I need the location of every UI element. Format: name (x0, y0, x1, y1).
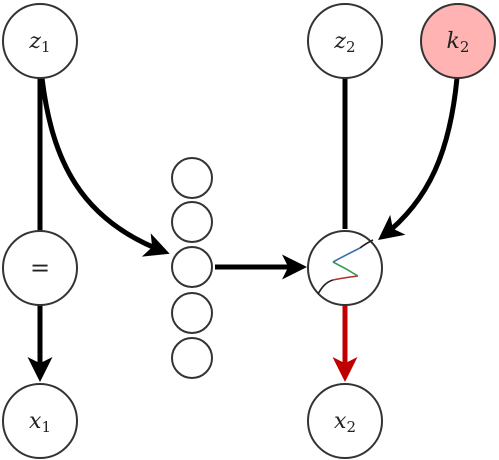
node-x1-sub: 1 (41, 418, 51, 436)
node-x1-var: x (29, 409, 42, 434)
network-unit (171, 246, 213, 288)
svg-text:k2: k2 (447, 29, 470, 56)
node-x2-sub: 2 (346, 418, 356, 436)
node-z1-sub: 1 (41, 38, 51, 56)
node-identity: = (2, 230, 78, 306)
network-unit (171, 337, 213, 379)
svg-text:x1: x1 (29, 409, 51, 436)
svg-text:x2: x2 (334, 409, 356, 436)
arrow-z1-to-network (39, 77, 170, 257)
svg-text:z1: z1 (28, 29, 50, 56)
neural-network-stack-icon (171, 157, 213, 379)
network-unit (171, 201, 213, 243)
node-z2-sub: 2 (346, 38, 356, 56)
node-x2: x2 (307, 383, 383, 459)
network-unit (171, 292, 213, 334)
network-unit (171, 157, 213, 199)
node-spline-coupling (307, 230, 383, 306)
node-z2: z2 (307, 3, 383, 79)
arrow-k2-to-spline (378, 77, 460, 241)
node-x2-var: x (334, 409, 347, 434)
node-k2-sub: 2 (460, 38, 470, 56)
node-k2: k2 (420, 3, 496, 79)
node-z2-var: z (333, 29, 346, 54)
piecewise-spline-icon (317, 239, 374, 295)
identity-symbol: = (30, 254, 50, 282)
node-z1-var: z (28, 29, 41, 54)
node-x1: x1 (2, 383, 78, 459)
node-z1: z1 (2, 3, 78, 79)
svg-text:z2: z2 (333, 29, 355, 56)
node-k2-var: k (447, 29, 460, 54)
